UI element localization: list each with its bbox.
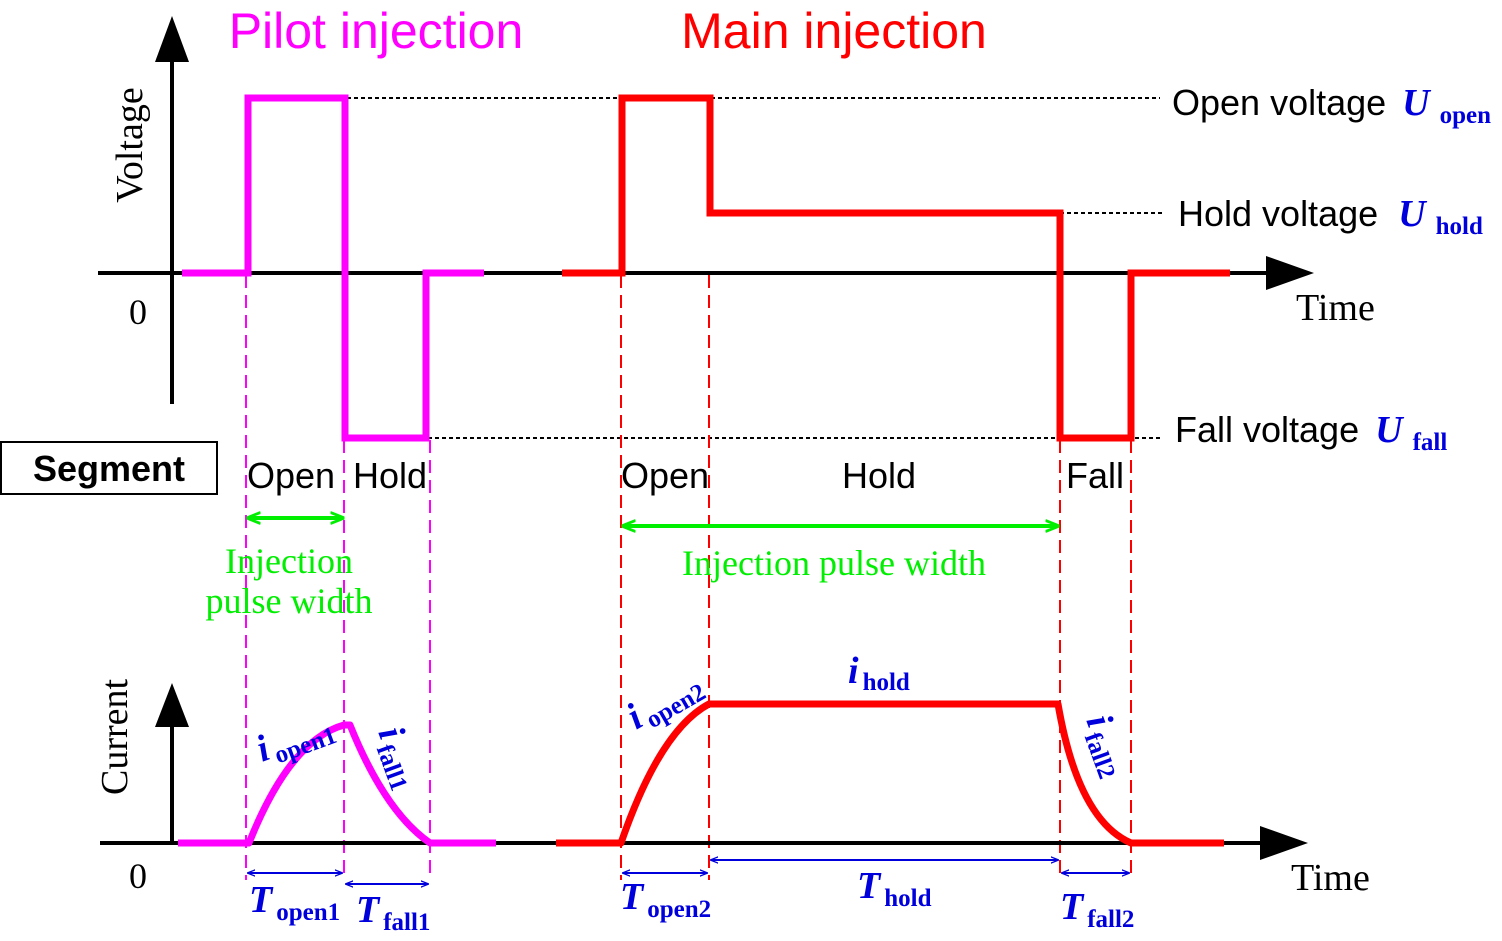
- fall-voltage-subscript: fall: [1413, 429, 1448, 456]
- voltage-axis-label: Voltage: [109, 87, 151, 202]
- t-open1-symbol: T: [249, 879, 274, 921]
- i-fall2-subscript: fall2: [1079, 729, 1121, 783]
- voltage-zero-label: 0: [129, 292, 147, 332]
- t-fall2-label: T fall2: [1060, 886, 1134, 933]
- hold-voltage-text: Hold voltage: [1178, 193, 1378, 234]
- pilot-segment-hold: Hold: [353, 455, 427, 496]
- t-open2-subscript: open2: [647, 896, 711, 923]
- main-current-waveform: [556, 700, 1224, 847]
- main-voltage-waveform: [562, 94, 1230, 442]
- pilot-segment-open: Open: [247, 455, 335, 496]
- pilot-injection-title: Pilot injection: [229, 3, 524, 59]
- hold-voltage-symbol: U: [1398, 193, 1428, 235]
- pilot-pulse-width-label-line1: Injection: [225, 541, 353, 581]
- current-time-axis: [100, 826, 1308, 860]
- i-hold-subscript: hold: [863, 669, 910, 696]
- t-fall1-symbol: T: [356, 889, 381, 931]
- main-guides: [620, 275, 1132, 880]
- open-voltage-symbol: U: [1402, 82, 1432, 124]
- t-open1-label: T open1: [249, 879, 340, 926]
- t-hold-symbol: T: [857, 865, 882, 907]
- i-open2-label: i open2: [620, 662, 711, 741]
- current-zero-label: 0: [129, 856, 147, 896]
- segment-box-label: Segment: [33, 448, 185, 489]
- segment-box: Segment: [0, 441, 218, 495]
- fall-voltage-label: Fall voltage U fall: [1175, 409, 1447, 456]
- t-fall2-subscript: fall2: [1087, 906, 1134, 933]
- current-time-label: Time: [1291, 857, 1370, 899]
- open-voltage-subscript: open: [1440, 102, 1492, 129]
- open-voltage-label: Open voltage U open: [1172, 82, 1491, 129]
- i-open2-subscript: open2: [642, 679, 711, 734]
- t-fall1-label: T fall1: [356, 889, 430, 936]
- pilot-pulse-width-label-line2: pulse width: [206, 581, 373, 621]
- hold-voltage-label: Hold voltage U hold: [1178, 193, 1483, 240]
- i-hold-symbol: i: [848, 650, 859, 692]
- t-hold-label: T hold: [857, 865, 932, 912]
- open-voltage-text: Open voltage: [1172, 82, 1386, 123]
- pilot-current-waveform: [178, 721, 496, 847]
- t-hold-subscript: hold: [884, 885, 931, 912]
- duration-arrows: [248, 860, 1129, 884]
- pilot-guides: [245, 275, 431, 880]
- t-open2-label: T open2: [620, 876, 711, 923]
- reference-lines: [312, 97, 1162, 439]
- t-open2-symbol: T: [620, 876, 645, 918]
- main-segment-open: Open: [621, 455, 709, 496]
- hold-voltage-subscript: hold: [1436, 213, 1483, 240]
- voltage-y-axis: [155, 16, 189, 404]
- t-open1-subscript: open1: [276, 899, 340, 926]
- fall-voltage-text: Fall voltage: [1175, 409, 1359, 450]
- i-fall2-label: i fall2: [1074, 709, 1138, 783]
- fall-voltage-symbol: U: [1375, 409, 1405, 451]
- i-hold-label: i hold: [848, 650, 910, 696]
- voltage-time-axis: [98, 256, 1314, 290]
- current-y-axis: [155, 683, 189, 843]
- pilot-voltage-waveform: [182, 94, 484, 442]
- main-injection-title: Main injection: [681, 3, 987, 59]
- t-fall2-symbol: T: [1060, 886, 1085, 928]
- main-segment-hold: Hold: [842, 455, 916, 496]
- main-segment-fall: Fall: [1066, 455, 1124, 496]
- main-pulse-width-label: Injection pulse width: [682, 543, 986, 583]
- t-fall1-subscript: fall1: [383, 909, 430, 936]
- voltage-time-label: Time: [1296, 287, 1375, 329]
- current-axis-label: Current: [94, 679, 136, 796]
- i-open1-subscript: open1: [271, 722, 340, 769]
